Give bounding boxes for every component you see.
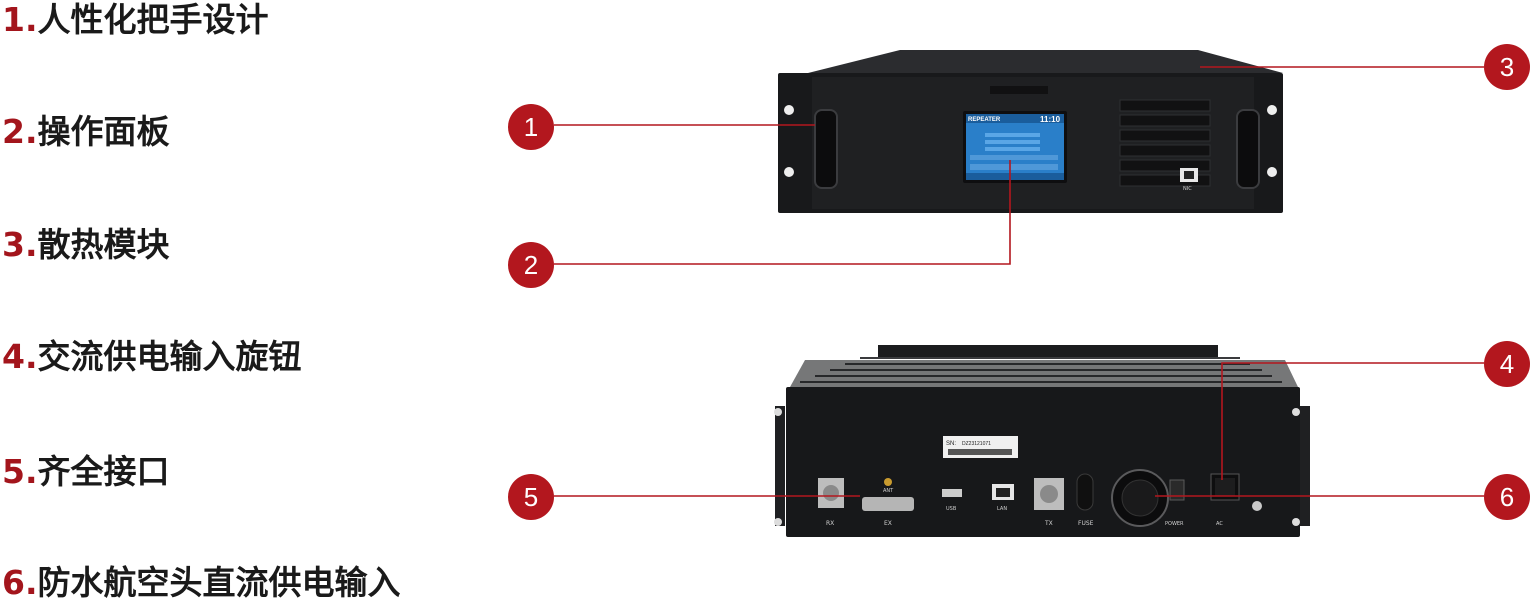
lcd-footer-bar <box>966 173 1064 180</box>
feature-number: 1. <box>2 0 38 39</box>
lcd-row <box>970 164 1058 170</box>
front-unit: REPEATER 11:10 NIC <box>778 50 1283 213</box>
feature-number: 2. <box>2 112 38 151</box>
feature-item-4: 4.交流供电输入旋钮 <box>2 337 302 377</box>
ground-post <box>1252 501 1262 511</box>
left-side-fin <box>775 406 785 526</box>
feature-item-1: 1.人性化把手设计 <box>2 0 269 40</box>
callout-3: 3 <box>1484 44 1530 90</box>
feature-item-2: 2.操作面板 <box>2 112 170 152</box>
port-label-power: POWER <box>1165 521 1184 527</box>
right-handle <box>1236 109 1260 189</box>
feature-text: 操作面板 <box>37 112 170 151</box>
rear-top-cover <box>878 345 1218 359</box>
screen-title: REPEATER <box>968 117 1001 123</box>
rack-hole <box>784 105 794 115</box>
right-side-fin <box>1300 406 1310 526</box>
callout-6: 6 <box>1484 474 1530 520</box>
feature-number: 5. <box>2 452 38 491</box>
front-top-cover <box>808 50 1283 73</box>
lcd-row <box>970 155 1058 160</box>
port-label-ant: ANT <box>883 488 894 494</box>
callout-1: 1 <box>508 104 554 150</box>
port-label-fuse: FUSE <box>1078 520 1094 527</box>
feature-text: 防水航空头直流供电输入 <box>37 563 401 602</box>
lcd-row <box>985 140 1040 144</box>
sn-label: SN: <box>946 441 956 447</box>
left-handle <box>814 109 838 189</box>
nic-label: NIC <box>1183 186 1192 192</box>
lcd-header-bar <box>966 114 1064 123</box>
port-label-tx: TX <box>1044 520 1053 527</box>
lcd-row <box>985 147 1040 151</box>
front-slot <box>990 86 1048 94</box>
callout-5: 5 <box>508 474 554 520</box>
power-switch <box>1169 479 1185 501</box>
feature-item-5: 5.齐全接口 <box>2 452 170 492</box>
usb-port <box>942 489 962 497</box>
rack-hole <box>1267 167 1277 177</box>
feature-text: 散热模块 <box>37 225 170 264</box>
feature-number: 6. <box>2 563 38 602</box>
port-label-ex: EX <box>884 520 892 527</box>
ex-connector <box>862 497 914 511</box>
feature-number: 3. <box>2 225 38 264</box>
port-label-lan: LAN <box>997 506 1007 512</box>
feature-text: 人性化把手设计 <box>37 0 269 39</box>
lcd-row <box>985 133 1040 137</box>
port-label-ac: AC <box>1216 521 1223 527</box>
callout-4: 4 <box>1484 341 1530 387</box>
rack-hole <box>784 167 794 177</box>
port-label-rx: RX <box>826 520 834 527</box>
feature-text: 齐全接口 <box>37 452 170 491</box>
leader-line-4 <box>1221 362 1484 480</box>
callout-2: 2 <box>508 242 554 288</box>
fuse-holder <box>1076 473 1094 511</box>
leader-line-2 <box>554 160 1011 265</box>
rack-hole <box>1267 105 1277 115</box>
barcode <box>948 449 1012 455</box>
ant-connector <box>884 478 892 486</box>
feature-item-3: 3.散热模块 <box>2 225 170 265</box>
feature-item-6: 6.防水航空头直流供电输入 <box>2 563 401 603</box>
rear-unit: SN: DZ23121071 RX ANT EX USB LAN TX FUSE… <box>774 345 1310 537</box>
feature-number: 4. <box>2 337 38 376</box>
screen-time: 11:10 <box>1040 115 1061 124</box>
feature-text: 交流供电输入旋钮 <box>37 337 302 376</box>
sn-value: DZ23121071 <box>962 441 991 447</box>
leader-lines <box>554 66 1484 497</box>
port-label-usb: USB <box>946 506 957 512</box>
front-vent-grille <box>1119 99 1211 187</box>
rear-panel <box>786 387 1300 537</box>
